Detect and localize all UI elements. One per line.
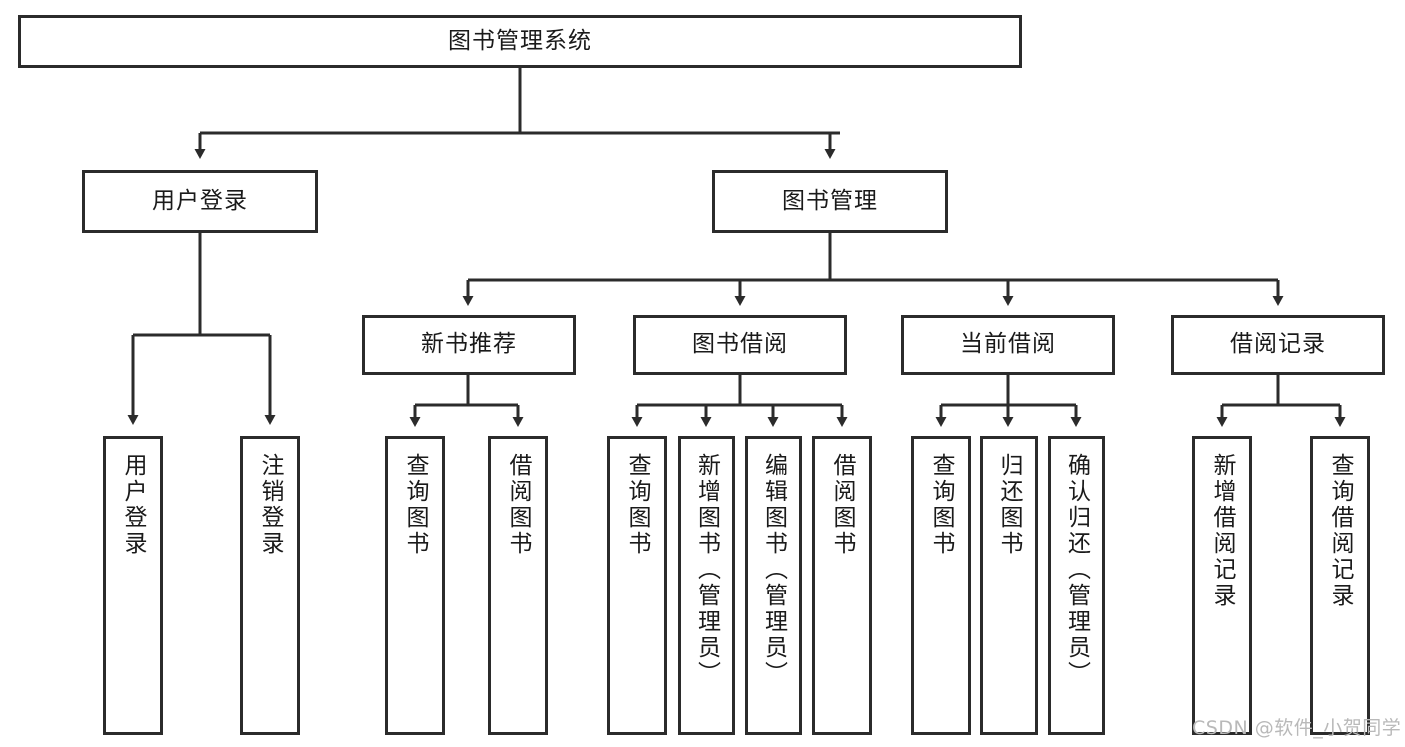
leaf-cb-return-book-label: 归还图书	[996, 453, 1023, 557]
leaf-bb-query-book[interactable]: 查询图书	[607, 436, 667, 735]
leaf-cb-confirm-return-label: 确认归还（管理员）	[1063, 453, 1090, 687]
leaf-bb-edit-book[interactable]: 编辑图书（管理员）	[745, 436, 802, 735]
leaf-cb-query-book-label: 查询图书	[928, 453, 955, 557]
leaf-user-login[interactable]: 用户登录	[103, 436, 163, 735]
leaf-bb-borrow-book[interactable]: 借阅图书	[812, 436, 872, 735]
leaf-nb-borrow-book-label: 借阅图书	[505, 453, 532, 557]
leaf-bb-query-book-label: 查询图书	[624, 453, 651, 557]
leaf-nb-query-book[interactable]: 查询图书	[385, 436, 445, 735]
node-book-borrow[interactable]: 图书借阅	[633, 315, 847, 375]
leaf-bb-add-book[interactable]: 新增图书（管理员）	[678, 436, 735, 735]
leaf-nb-borrow-book[interactable]: 借阅图书	[488, 436, 548, 735]
node-user-login[interactable]: 用户登录	[82, 170, 318, 233]
csdn-watermark: CSDN @软件_小贺同学	[1192, 717, 1402, 739]
leaf-br-add-record-label: 新增借阅记录	[1209, 453, 1236, 609]
leaf-cb-return-book[interactable]: 归还图书	[980, 436, 1038, 735]
leaf-logout-label: 注销登录	[257, 453, 284, 557]
leaf-cb-query-book[interactable]: 查询图书	[911, 436, 971, 735]
leaf-user-login-label: 用户登录	[120, 453, 147, 557]
node-book-manage[interactable]: 图书管理	[712, 170, 948, 233]
leaf-br-query-record-label: 查询借阅记录	[1327, 453, 1354, 609]
node-new-book-recommend[interactable]: 新书推荐	[362, 315, 576, 375]
node-current-borrow[interactable]: 当前借阅	[901, 315, 1115, 375]
leaf-br-query-record[interactable]: 查询借阅记录	[1310, 436, 1370, 735]
leaf-cb-confirm-return[interactable]: 确认归还（管理员）	[1048, 436, 1105, 735]
node-book-manage-label: 图书管理	[782, 187, 878, 214]
node-new-book-recommend-label: 新书推荐	[421, 331, 517, 358]
node-root[interactable]: 图书管理系统	[18, 15, 1022, 68]
leaf-bb-borrow-book-label: 借阅图书	[829, 453, 856, 557]
node-user-login-label: 用户登录	[152, 187, 248, 214]
node-book-borrow-label: 图书借阅	[692, 331, 788, 358]
leaf-bb-add-book-label: 新增图书（管理员）	[693, 453, 720, 687]
leaf-bb-edit-book-label: 编辑图书（管理员）	[760, 453, 787, 687]
node-current-borrow-label: 当前借阅	[960, 331, 1056, 358]
leaf-br-add-record[interactable]: 新增借阅记录	[1192, 436, 1252, 735]
node-root-label: 图书管理系统	[448, 27, 592, 54]
leaf-nb-query-book-label: 查询图书	[402, 453, 429, 557]
leaf-logout[interactable]: 注销登录	[240, 436, 300, 735]
node-borrow-record[interactable]: 借阅记录	[1171, 315, 1385, 375]
node-borrow-record-label: 借阅记录	[1230, 331, 1326, 358]
